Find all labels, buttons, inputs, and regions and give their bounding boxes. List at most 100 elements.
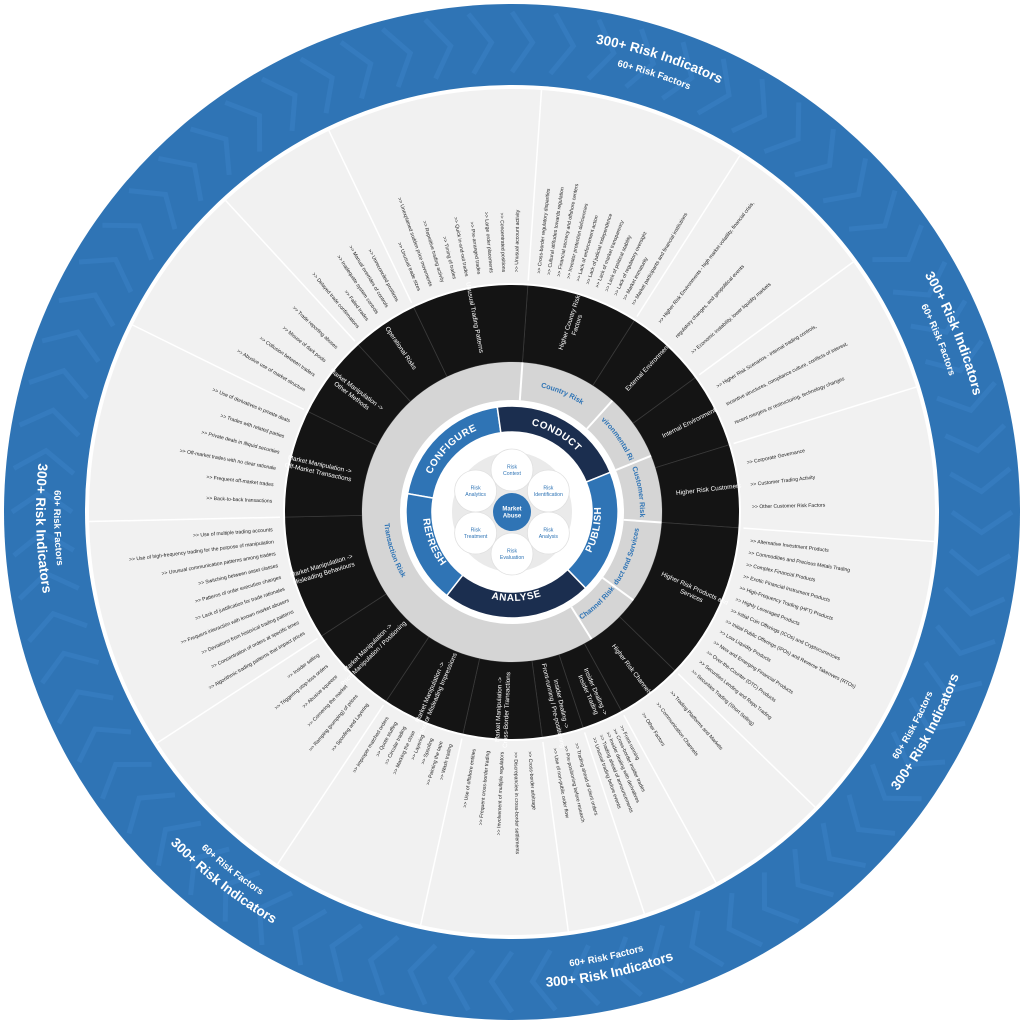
band-chevron <box>367 935 400 996</box>
band-chevron <box>792 848 835 898</box>
risk-sector-label: Market Manipulation ->Cross-Border Trans… <box>494 672 512 749</box>
factor-divider <box>527 89 543 281</box>
risk-process-petal[interactable] <box>454 469 498 513</box>
factor-divider <box>328 130 413 304</box>
band-chevron <box>870 763 922 802</box>
factor-divider <box>583 732 646 914</box>
band-chevron <box>949 466 1012 495</box>
band-chevron <box>661 41 695 101</box>
category-divider <box>570 606 593 640</box>
band-chevron <box>56 689 114 725</box>
factor-divider <box>277 704 385 865</box>
factor-divider <box>733 386 917 445</box>
band-chevron <box>447 948 476 1012</box>
factor-divider <box>89 516 281 523</box>
band-chevron <box>924 339 984 374</box>
band-chevron <box>696 58 732 116</box>
band-chevron <box>407 943 438 1006</box>
band-chevron <box>529 949 558 1012</box>
factor-divider <box>743 527 935 543</box>
band-chevron <box>10 488 74 515</box>
risk-process-petal[interactable] <box>490 448 534 492</box>
band-chevron <box>730 78 768 134</box>
band-chevron <box>102 222 154 261</box>
band-chevron <box>624 28 657 89</box>
band-chevron <box>948 548 1012 577</box>
band-chevron <box>76 726 132 764</box>
band-chevron <box>763 102 802 154</box>
band-chevron <box>610 936 644 997</box>
band-chevron <box>27 610 88 644</box>
band-chevron <box>40 650 100 685</box>
band-chevron <box>466 12 495 75</box>
factor-divider <box>157 637 318 744</box>
band-chevron <box>936 380 997 414</box>
band-chevron <box>189 126 232 176</box>
band-chevron <box>155 820 202 867</box>
market-abuse-center[interactable] <box>493 493 531 531</box>
category-divider <box>615 454 652 471</box>
band-chevron <box>224 100 263 152</box>
band-chevron <box>260 76 298 132</box>
band-chevron <box>944 423 1007 454</box>
band-chevron <box>41 329 101 363</box>
band-chevron <box>12 447 76 476</box>
category-divider <box>586 399 614 430</box>
band-chevron <box>17 570 80 601</box>
band-chevron <box>943 586 1006 617</box>
band-chevron <box>822 157 869 204</box>
factor-divider <box>698 261 854 376</box>
factor-divider <box>542 741 570 932</box>
band-chevron <box>18 407 81 438</box>
band-chevron <box>950 509 1014 536</box>
band-chevron <box>794 128 836 178</box>
band-chevron <box>78 256 134 294</box>
risk-factor-text: >> Involvement of multiple regulators <box>496 751 506 835</box>
risk-factor-text: >> Use of multiple trading accounts <box>193 527 274 539</box>
band-chevron <box>908 696 966 732</box>
factor-divider <box>623 714 717 883</box>
factor-divider <box>225 200 356 342</box>
band-chevron <box>28 367 89 400</box>
band-chevron <box>923 661 983 695</box>
risk-process-petal[interactable] <box>490 532 534 576</box>
band-chevron <box>222 870 261 922</box>
band-chevron <box>726 892 764 948</box>
risk-factor-text: >> Back-to-back transactions <box>206 496 273 505</box>
band-chevron <box>256 890 294 946</box>
risk-factor-text: >> Concentrated positions <box>498 213 506 273</box>
band-chevron <box>820 822 867 869</box>
band-chevron <box>100 761 152 800</box>
band-chevron <box>509 10 536 74</box>
outer-label-subtitle: 60+ Risk Factors <box>51 490 65 566</box>
band-chevron <box>890 730 946 768</box>
sector-ring-edge <box>283 283 741 741</box>
risk-factor-text: >> Discrepancies in cross-border settlem… <box>512 752 520 855</box>
band-chevron <box>689 910 725 968</box>
risk-factor-text: >> Cross-border arbitrage <box>526 751 536 810</box>
band-chevron <box>650 924 685 984</box>
risk-process-petal[interactable] <box>526 511 570 555</box>
band-chevron <box>488 950 515 1014</box>
risk-factor-text: >> Large order placements <box>483 212 494 274</box>
band-chevron <box>586 18 617 81</box>
category-divider <box>623 518 662 524</box>
band-chevron <box>910 299 968 335</box>
band-chevron <box>299 56 335 114</box>
factor-divider <box>636 155 741 317</box>
band-chevron <box>570 944 601 1007</box>
factor-divider <box>419 738 463 926</box>
band-chevron <box>58 292 116 328</box>
category-divider <box>602 577 634 601</box>
band-chevron <box>848 189 898 232</box>
band-chevron <box>423 17 454 80</box>
